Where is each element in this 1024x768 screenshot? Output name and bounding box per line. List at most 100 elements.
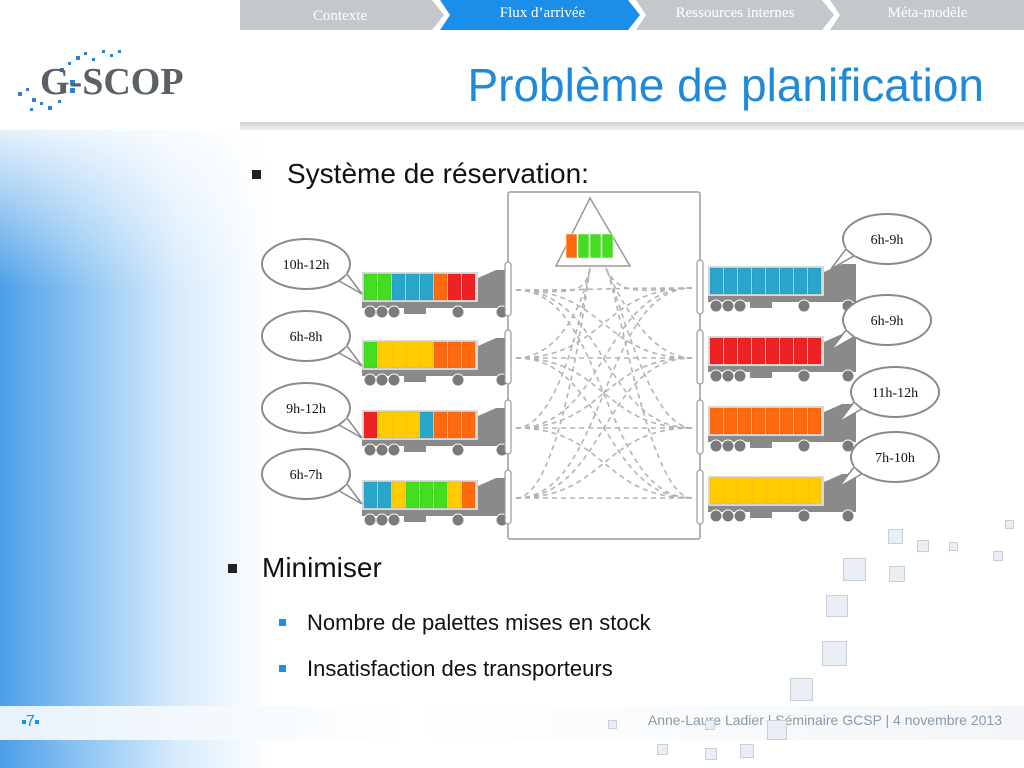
bullet-square [228, 564, 237, 573]
truck-wheel [375, 443, 389, 457]
truck-pallet [793, 407, 808, 435]
dock-door-right [696, 469, 704, 525]
truck-pallet [709, 267, 724, 295]
deco-square [740, 744, 754, 758]
truck-left-1 [362, 338, 510, 387]
truck-pallet [765, 267, 780, 295]
truck-pallet [377, 341, 392, 369]
bubble-label: 6h-9h [871, 314, 904, 329]
truck-wheel [721, 369, 735, 383]
truck-body [362, 410, 478, 442]
truck-cab [824, 334, 856, 368]
truck-wheel [451, 443, 465, 457]
truck-wheel [375, 513, 389, 527]
truck-wheel [375, 373, 389, 387]
truck-body [362, 480, 478, 512]
truck-body [708, 266, 824, 298]
truck-pallet [363, 481, 378, 509]
truck-pallet [765, 337, 780, 365]
truck-pallet [377, 411, 392, 439]
page-marker-right [34, 719, 39, 724]
tab-shape-flux [440, 0, 640, 30]
page-number-value: 7 [26, 713, 35, 730]
bubble-shape [261, 448, 351, 500]
truck-pallet [447, 341, 462, 369]
connection-lines [515, 267, 693, 499]
bubble-joint [846, 326, 858, 338]
truck-pallet [709, 337, 724, 365]
deco-square [917, 540, 929, 552]
truck-right-3 [708, 474, 856, 523]
truck-wheel [387, 373, 401, 387]
truck-cab [478, 338, 510, 372]
truck-pallet [377, 273, 392, 301]
bubble-shape [261, 238, 351, 290]
truck-cab [824, 404, 856, 438]
truck-wheel [733, 299, 747, 313]
tab-shape-ressources [636, 0, 834, 30]
truck-pallet [419, 411, 434, 439]
truck-pallet [765, 407, 780, 435]
bubble-tail [830, 325, 860, 351]
sub-bullet-square [279, 619, 286, 626]
truck-chassis [708, 296, 856, 302]
deco-square [826, 595, 848, 617]
bubble-label: 6h-9h [871, 233, 904, 248]
stock-connection-line [515, 267, 591, 429]
truck-pallet [419, 481, 434, 509]
bubble-right-1: 6h-9h [830, 294, 932, 351]
truck-pallet [709, 407, 724, 435]
deco-square [608, 720, 617, 729]
truck-pallet [751, 407, 766, 435]
bubble-joint [854, 463, 866, 475]
truck-pallet [737, 337, 752, 365]
stock-connection-line [605, 267, 693, 499]
truck-wheel [797, 439, 811, 453]
truck-wheel [841, 369, 855, 383]
truck-wheel [363, 443, 377, 457]
truck-cab [824, 264, 856, 298]
tab-meta-modele[interactable]: Méta-modèle [887, 5, 968, 21]
bubble-joint [335, 270, 347, 282]
tab-contexte[interactable]: Contexte [312, 8, 368, 24]
truck-pallet [447, 411, 462, 439]
truck-pallet [391, 481, 406, 509]
bubble-tail [333, 413, 363, 439]
truck-chassis [362, 302, 510, 308]
truck-wheel [451, 373, 465, 387]
truck-right-2 [708, 404, 856, 453]
bubble-label: 6h-8h [290, 330, 323, 345]
bubble-shape [850, 431, 940, 483]
truck-pallet [807, 267, 822, 295]
truck-wheel [709, 509, 723, 523]
truck-pallet [765, 477, 780, 505]
connection-line [515, 287, 693, 499]
truck-pallet [779, 267, 794, 295]
truck-wheel [363, 513, 377, 527]
truck-pallet [363, 341, 378, 369]
connection-line [515, 289, 693, 499]
bubble-label: 10h-12h [283, 258, 330, 273]
header-divider [240, 122, 1024, 130]
truck-pallet [723, 267, 738, 295]
truck-wheel [841, 509, 855, 523]
deco-square [705, 748, 717, 760]
deco-square [949, 542, 958, 551]
truck-chassis [708, 506, 856, 512]
bubble-joint [335, 414, 347, 426]
truck-wheel [721, 509, 735, 523]
dock-door-left [504, 329, 512, 385]
tab-ressources-internes[interactable]: Ressources internes [675, 5, 795, 21]
truck-cab [824, 474, 856, 508]
bubble-tail [838, 462, 868, 488]
truck-wheel [495, 373, 509, 387]
left-gradient-overlay [0, 130, 270, 768]
truck-pallet [433, 341, 448, 369]
truck-step [404, 516, 426, 522]
truck-pallet [363, 273, 378, 301]
bubble-tail [333, 269, 363, 295]
dock-door-right [696, 399, 704, 455]
tab-flux-arrivee[interactable]: Flux d’arrivée [499, 5, 586, 21]
truck-wheel [709, 299, 723, 313]
truck-pallet [363, 411, 378, 439]
